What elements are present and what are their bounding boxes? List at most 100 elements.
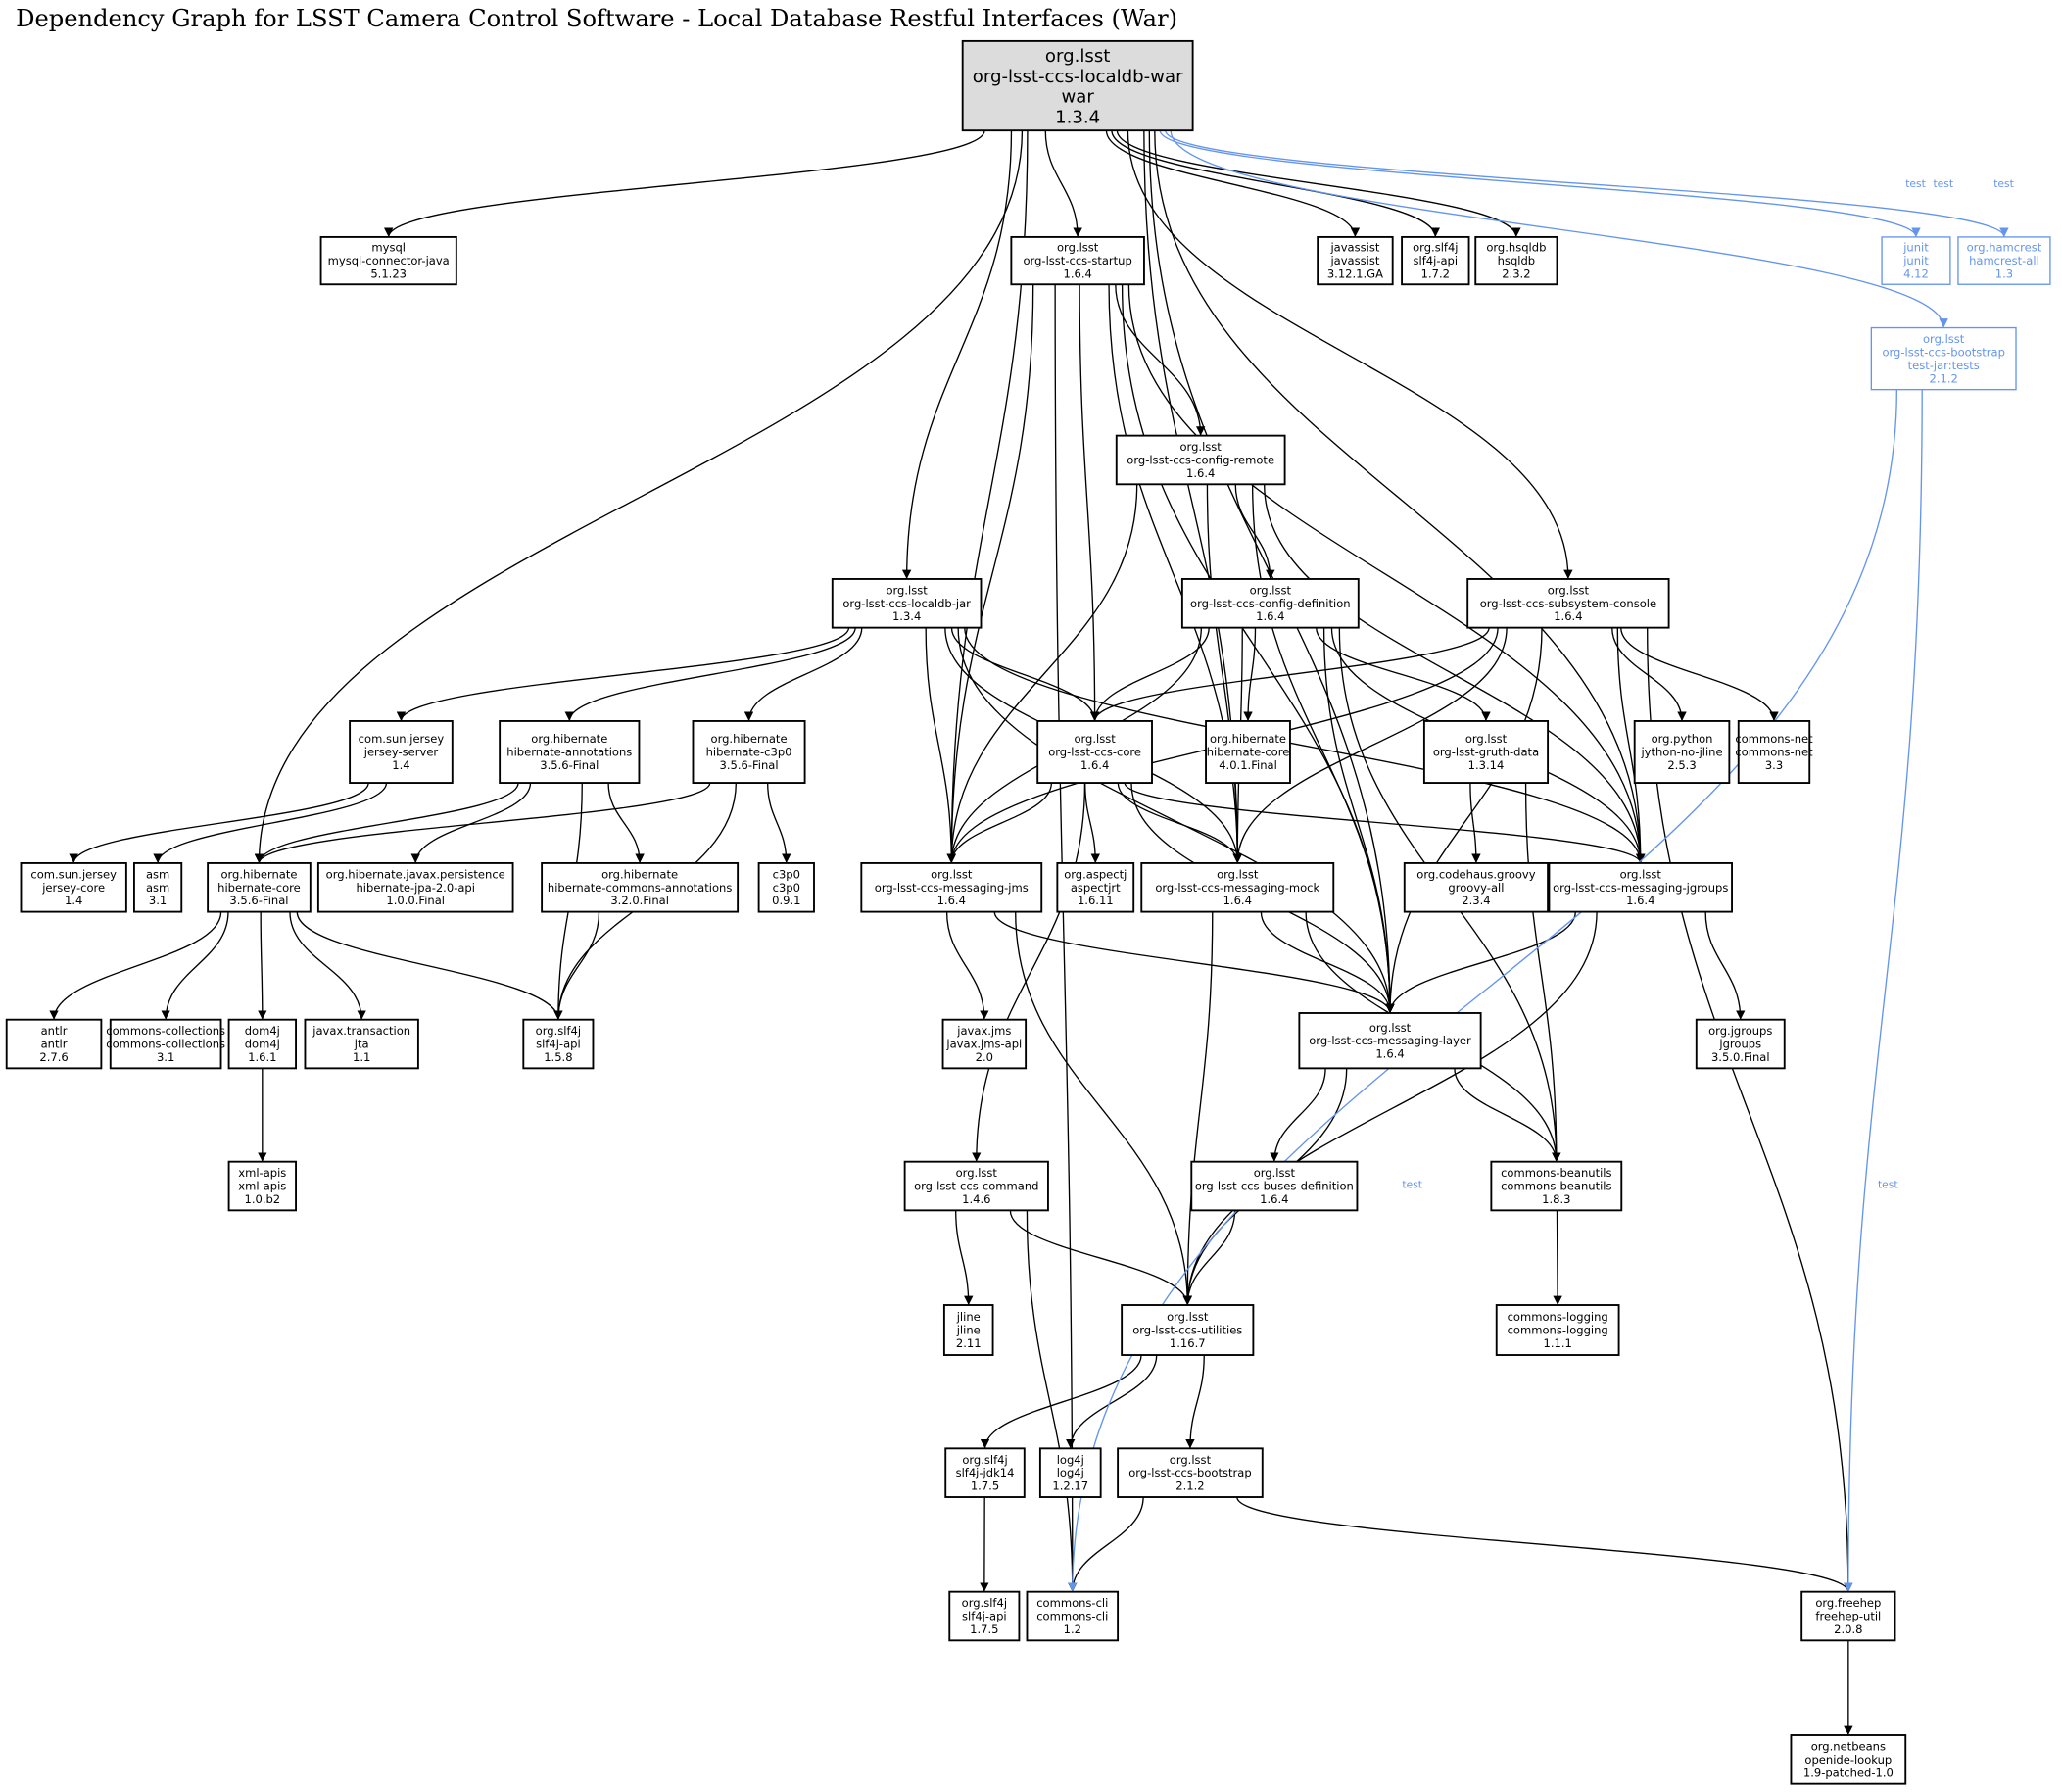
version-label: 2.11 [956, 1336, 982, 1350]
node-box [831, 578, 983, 629]
version-label: 3.5.6-Final [229, 894, 288, 907]
artifact-id-label: slf4j-api [962, 1610, 1007, 1623]
version-label: 1.3.14 [1468, 758, 1505, 772]
version-label: 3.3 [1765, 758, 1783, 772]
group-id-label: org.slf4j [1413, 241, 1458, 255]
node-box [316, 861, 514, 913]
node-openide[interactable]: org.netbeansopenide-lookup1.9-patched-1.… [1790, 1734, 1907, 1785]
artifact-id-label: jta [354, 1038, 369, 1051]
node-buses-def[interactable]: org.lsstorg-lsst-ccs-buses-definition1.6… [1190, 1160, 1359, 1212]
artifact-id-label: hibernate-commons-annotations [548, 881, 732, 895]
node-subsystem-console[interactable]: org.lsstorg-lsst-ccs-subsystem-console1.… [1466, 578, 1670, 629]
edge-messaging_jms-to-utilities [1015, 911, 1192, 1306]
edge-scope-label: test [1402, 1179, 1422, 1191]
node-box [1140, 861, 1335, 913]
node-box [109, 1018, 222, 1070]
group-id-label: org.lsst [1369, 1021, 1412, 1035]
edge-root-to-junit [1159, 130, 1921, 238]
node-messaging-layer[interactable]: org.lsstorg-lsst-ccs-messaging-layer1.6.… [1298, 1012, 1482, 1070]
version-label: 3.1 [149, 894, 167, 907]
node-hib-commons-ann[interactable]: org.hibernatehibernate-commons-annotatio… [541, 861, 740, 913]
edge-jgroups_ccs-to-utilities [1182, 911, 1598, 1306]
node-jgroups-ccs[interactable]: org.lsstorg-lsst-ccs-messaging-jgroups1.… [1548, 861, 1733, 913]
node-box [1881, 236, 1951, 285]
node-jpa[interactable]: org.hibernate.javax.persistencehibernate… [316, 861, 514, 913]
edge-root-to-localdb_jar [901, 130, 1013, 579]
node-commons-collections[interactable]: commons-collectionscommons-collections3.… [106, 1018, 225, 1070]
version-label: 1.1 [353, 1050, 370, 1064]
group-id-label: org.netbeans [1811, 1739, 1886, 1753]
edge-hib_commons_ann-to-slf4j158 [553, 911, 600, 1020]
artifact-id-label: jgroups [1718, 1038, 1761, 1051]
edge-jgroups_ccs-to-messaging_layer [1385, 911, 1576, 1014]
artifact-id-label: org-lsst-ccs-messaging-jgroups [1553, 881, 1728, 895]
node-hib-annotations[interactable]: org.hibernatehibernate-annotations3.5.6-… [499, 720, 641, 784]
version-label: 1.6.4 [1063, 267, 1091, 281]
artifact-id-label: dom4j [245, 1038, 280, 1051]
group-id-label: org.jgroups [1708, 1024, 1772, 1038]
edge-config_remote-to-config_def [1234, 484, 1275, 579]
node-bootstrap-test[interactable]: org.lsstorg-lsst-ccs-bootstraptest-jar:t… [1870, 326, 2017, 391]
edge-subsystem_console-to-commons_net [1620, 627, 1779, 721]
edge-localdb_jar-to-hib_annotations [564, 627, 856, 722]
node-config-def[interactable]: org.lsstorg-lsst-ccs-config-definition1.… [1180, 578, 1360, 629]
artifact-id-label: slf4j-api [536, 1038, 581, 1051]
group-id-label: org.lsst [1045, 46, 1110, 67]
edge-messaging_mock-to-utilities [1182, 911, 1214, 1306]
group-id-label: org.lsst [1254, 1166, 1296, 1180]
node-box [1056, 861, 1135, 913]
version-label: 4.12 [1903, 267, 1929, 281]
edge-subsystem_console-to-jgroups_ccs [1616, 627, 1646, 863]
edge-ccs_core-to-aspectj [1084, 783, 1100, 863]
edge-jersey_server-to-asm [153, 782, 388, 864]
node-box [1737, 720, 1811, 784]
version-label: 1.6.1 [248, 1050, 276, 1064]
artifact-id-label: org-lsst-ccs-subsystem-console [1480, 597, 1656, 610]
version-label: 1.2.17 [1052, 1479, 1088, 1493]
node-box [1495, 1304, 1620, 1356]
